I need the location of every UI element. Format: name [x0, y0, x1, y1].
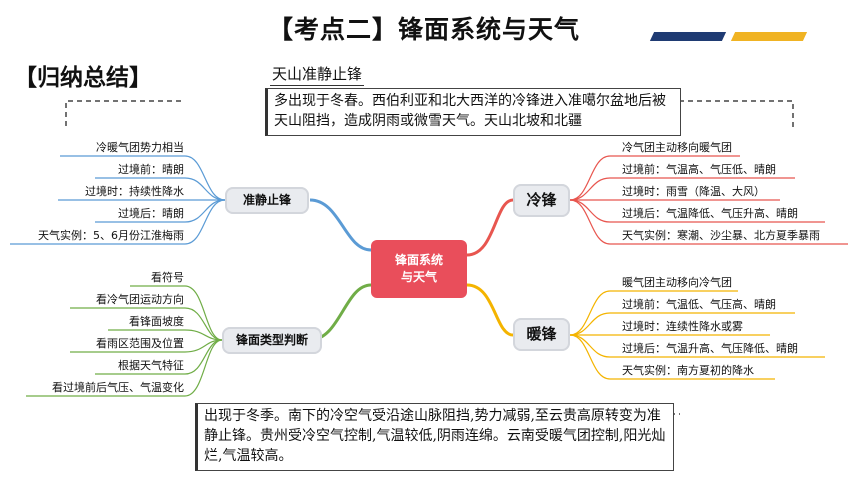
warm-leaf-links: [569, 290, 825, 380]
warm-leaf: 过境时：连续性降水或雾: [622, 320, 743, 333]
judgement-leaf: 看过境前后气压、气温变化: [52, 381, 184, 394]
quasi-leaf: 过境后：晴朗: [118, 207, 184, 220]
judgement-leaf: 看符号: [151, 271, 184, 284]
warm-leaf: 过境前：气温低、气压高、晴朗: [622, 298, 776, 311]
quasi-leaf: 冷暖气团势力相当: [96, 141, 184, 154]
judgement-leaf: 看雨区范围及位置: [96, 337, 184, 350]
warm-leaf: 天气实例：南方夏初的降水: [622, 364, 754, 377]
yungui-description: 出现于冬季。南下的冷空气受沿途山脉阻挡,势力减弱,至云贵高原转变为准静止锋。贵州…: [195, 403, 674, 471]
cold-leaf: 过境后：气温降低、气压升高、晴朗: [622, 207, 798, 220]
center-node: 锋面系统 与天气: [371, 240, 467, 298]
warm-leaf: 暖气团主动移向冷气团: [622, 276, 732, 289]
quasi-stationary-node: 准静止锋: [225, 187, 309, 214]
judgement-leaf-links: [26, 285, 223, 397]
yungui-text: 出现于冬季。南下的冷空气受沿途山脉阻挡,势力减弱,至云贵高原转变为准静止锋。贵州…: [204, 408, 666, 464]
quasi-leaf-links: [10, 155, 226, 245]
tianshan-text: 多出现于冬春。西伯利亚和北大西洋的冷锋进入准噶尔盆地后被天山阻挡，造成阴雨或微雪…: [274, 93, 666, 129]
link-center-quasi: [309, 198, 372, 252]
tianshan-label: 天山准静止锋: [270, 63, 365, 86]
warm-leaf: 过境后：气温升高、气压降低、晴朗: [622, 342, 798, 355]
quasi-leaf: 过境时：持续性降水: [85, 185, 184, 198]
cold-leaf: 过境时：雨雪（降温、大风）: [622, 185, 765, 198]
summary-heading: 【归纳总结】: [14, 65, 152, 91]
cold-leaf-links: [569, 155, 848, 245]
cold-leaf: 天气实例：寒潮、沙尘暴、北方夏季暴雨: [622, 229, 820, 242]
front-judgement-node: 锋面类型判断: [222, 327, 322, 354]
judgement-leaf: 根据天气特征: [118, 359, 184, 372]
title-decoration-blue: [649, 32, 727, 41]
cold-front-node: 冷锋: [513, 184, 570, 217]
link-center-warm: [466, 283, 514, 337]
page-title: 【考点二】锋面系统与天气: [268, 15, 581, 44]
link-center-cold: [466, 198, 514, 257]
tianshan-description: 多出现于冬春。西伯利亚和北大西洋的冷锋进入准噶尔盆地后被天山阻挡，造成阴雨或微雪…: [265, 88, 681, 136]
quasi-leaf: 天气实例：5、6月份江淮梅雨: [38, 229, 184, 242]
tianshan-bracket-right: [670, 100, 794, 128]
judgement-leaf: 看锋面坡度: [129, 315, 184, 328]
tianshan-bracket-left: [65, 100, 183, 126]
center-line-2: 与天气: [400, 270, 437, 284]
title-decoration-gold: [730, 32, 808, 41]
judgement-leaf: 看冷气团运动方向: [96, 293, 184, 306]
center-line-1: 锋面系统: [394, 253, 443, 267]
quasi-leaf: 过境前：晴朗: [118, 163, 184, 176]
warm-front-node: 暖锋: [513, 318, 570, 351]
cold-leaf: 过境前：气温高、气压低、晴朗: [622, 163, 776, 176]
cold-leaf: 冷气团主动移向暖气团: [622, 141, 732, 154]
